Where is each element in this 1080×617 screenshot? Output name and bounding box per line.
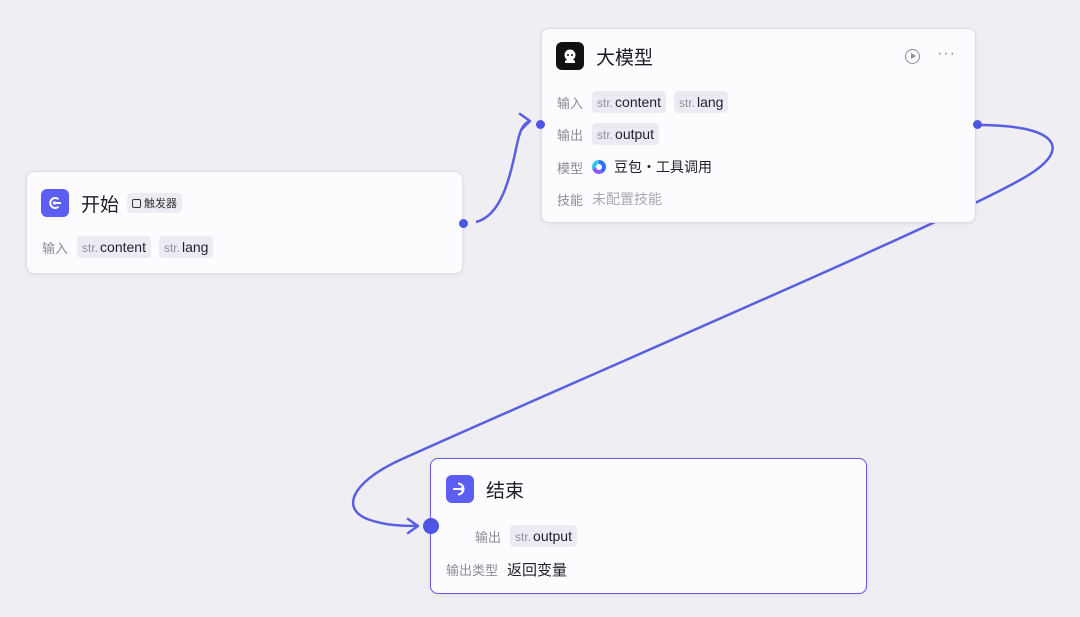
var-name: lang [696, 94, 724, 110]
edge-start-to-llm[interactable] [475, 119, 531, 224]
var-type: str. [515, 530, 532, 544]
var-type: str. [597, 128, 614, 142]
llm-input-row: 输入 str. content str. lang [557, 91, 736, 113]
llm-model-row: 模型 豆包・工具调用 [557, 157, 712, 177]
output-label: 输出 [557, 127, 584, 143]
llm-node-title: 大模型 [596, 47, 654, 69]
var-type: str. [597, 96, 614, 110]
var-name: content [615, 94, 661, 110]
llm-node-icon [556, 42, 584, 70]
trigger-tag-label: 触发器 [144, 198, 178, 210]
end-node-title: 结束 [486, 480, 525, 502]
end-node[interactable]: 结束 输出 str. output 输出类型 返回变量 [430, 458, 867, 594]
start-node-icon [41, 189, 69, 217]
input-label: 输入 [557, 95, 584, 111]
var-name: output [615, 126, 654, 142]
trigger-tag[interactable]: 触发器 [127, 193, 183, 213]
output-type-value: 返回变量 [507, 562, 568, 579]
var-name: content [100, 239, 146, 255]
var-tag: str. output [592, 123, 659, 145]
start-node-title: 开始 [81, 194, 120, 216]
var-type: str. [163, 241, 180, 255]
var-type: str. [678, 96, 695, 110]
var-name: lang [181, 239, 209, 255]
run-icon [905, 49, 920, 64]
var-type: str. [82, 241, 99, 255]
trigger-icon [132, 198, 142, 208]
end-output-row: 输出 str. output [475, 525, 585, 547]
run-button[interactable] [905, 49, 920, 64]
llm-output-row: 输出 str. output [557, 123, 667, 145]
llm-node[interactable]: 大模型 ··· 输入 str. content str. lang 输出 str… [541, 28, 976, 223]
var-name: output [533, 528, 572, 544]
model-value: 豆包・工具调用 [614, 159, 713, 175]
var-tag: str. content [592, 91, 666, 113]
skill-label: 技能 [557, 192, 584, 208]
start-input-row: 输入 str. content str. lang [42, 236, 221, 258]
var-tag: str. lang [158, 236, 214, 258]
more-icon: ··· [937, 45, 956, 62]
skill-value: 未配置技能 [592, 191, 663, 207]
input-label: 输入 [42, 240, 69, 256]
var-tag: str. content [77, 236, 151, 258]
var-tag: str. output [510, 525, 577, 547]
var-tag: str. lang [673, 91, 729, 113]
model-label: 模型 [557, 160, 584, 176]
output-type-label: 输出类型 [446, 563, 499, 578]
llm-skill-row: 技能 未配置技能 [557, 189, 662, 209]
more-button[interactable]: ··· [937, 45, 956, 63]
llm-input-port[interactable] [536, 120, 545, 129]
doubao-model-icon [592, 160, 607, 174]
end-input-port[interactable] [423, 518, 439, 534]
start-output-port[interactable] [459, 219, 468, 228]
end-output-type-row: 输出类型 返回变量 [446, 559, 567, 580]
llm-output-port[interactable] [973, 120, 982, 129]
start-node[interactable]: 开始 触发器 输入 str. content str. lang [26, 171, 463, 274]
output-label: 输出 [475, 529, 502, 545]
edge-start-to-llm-arrow [518, 112, 532, 132]
edge-llm-to-end-arrow [406, 517, 420, 535]
end-node-icon [446, 475, 474, 503]
